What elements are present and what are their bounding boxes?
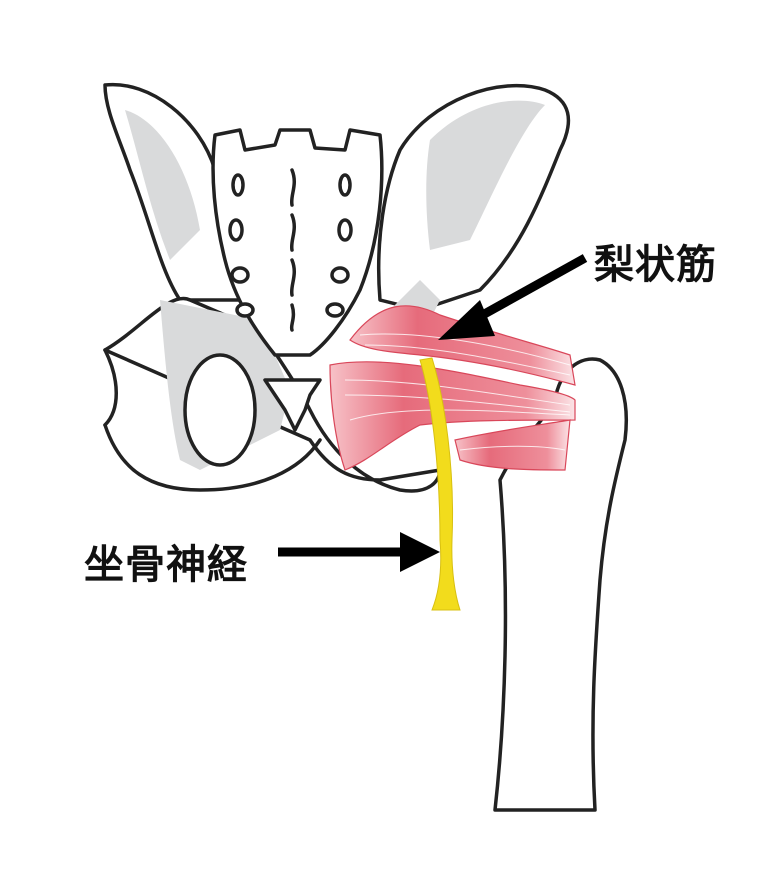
piriformis-arrow bbox=[438, 254, 588, 340]
sciatic-nerve-label: 坐骨神経 bbox=[84, 542, 248, 588]
piriformis-muscle bbox=[329, 305, 576, 471]
left-ilium bbox=[103, 82, 442, 493]
sciatic-nerve bbox=[419, 357, 461, 611]
sciatic-nerve-arrow bbox=[278, 532, 440, 572]
piriformis-label: 梨状筋 bbox=[594, 242, 717, 288]
right-ilium bbox=[376, 83, 571, 340]
sacrum bbox=[211, 128, 384, 432]
